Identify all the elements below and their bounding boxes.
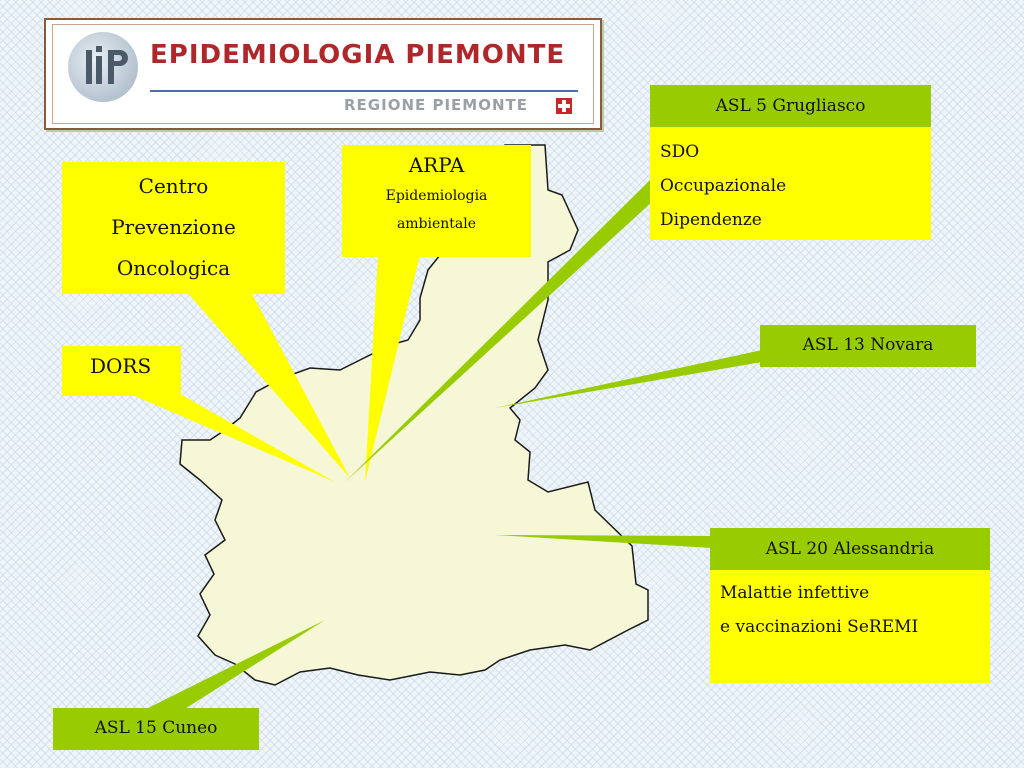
asl5-title: ASL 5 Grugliasco xyxy=(715,96,866,116)
pointer-cpo xyxy=(185,290,350,478)
asl5-body: SDO Occupazionale Dipendenze xyxy=(650,127,931,240)
cpo-line3: Oncologica xyxy=(116,256,231,280)
asl20-line1: Malattie infettive xyxy=(720,583,870,603)
asl20-line2: e vaccinazioni SeREMI xyxy=(720,617,919,637)
epidemiologia-piemonte-logo: EPIDEMIOLOGIA PIEMONTE REGIONE PIEMONTE xyxy=(44,18,602,130)
arpa-box: ARPA Epidemiologia ambientale xyxy=(342,145,531,257)
logo-divider xyxy=(150,90,578,92)
pointer-dors xyxy=(130,394,335,482)
asl15-label: ASL 15 Cuneo xyxy=(94,718,218,738)
pointer-asl20 xyxy=(495,535,712,548)
pointer-arpa xyxy=(365,255,420,482)
asl20-body: Malattie infettive e vaccinazioni SeREMI xyxy=(710,570,990,683)
arpa-line1: Epidemiologia xyxy=(385,188,488,204)
pointer-asl15 xyxy=(140,620,325,712)
asl5-item: Dipendenze xyxy=(660,210,762,230)
asl5-header: ASL 5 Grugliasco xyxy=(650,85,931,127)
asl5-item: SDO xyxy=(660,142,700,162)
logo-title: EPIDEMIOLOGIA PIEMONTE xyxy=(150,40,566,70)
asl13-label: ASL 13 Novara xyxy=(802,335,934,355)
dors-box: DORS xyxy=(62,346,181,396)
asl5-item: Occupazionale xyxy=(660,176,787,196)
arpa-title: ARPA xyxy=(408,153,465,177)
pointer-asl13 xyxy=(495,350,762,408)
logo-frame xyxy=(52,24,594,124)
asl20-title: ASL 20 Alessandria xyxy=(765,539,935,559)
dors-label: DORS xyxy=(90,354,152,378)
asl20-header: ASL 20 Alessandria xyxy=(710,528,990,570)
asl13-box: ASL 13 Novara xyxy=(760,325,976,367)
cpo-line2: Prevenzione xyxy=(111,215,236,239)
cpo-box: Centro Prevenzione Oncologica xyxy=(62,162,285,294)
asl15-box: ASL 15 Cuneo xyxy=(53,708,259,750)
logo-emblem-icon xyxy=(68,32,138,102)
logo-subtitle: REGIONE PIEMONTE xyxy=(344,96,528,114)
piemonte-flag-icon xyxy=(556,98,572,114)
pointer-asl5 xyxy=(345,178,652,482)
cpo-line1: Centro xyxy=(138,174,209,198)
arpa-line2: ambientale xyxy=(396,216,477,232)
